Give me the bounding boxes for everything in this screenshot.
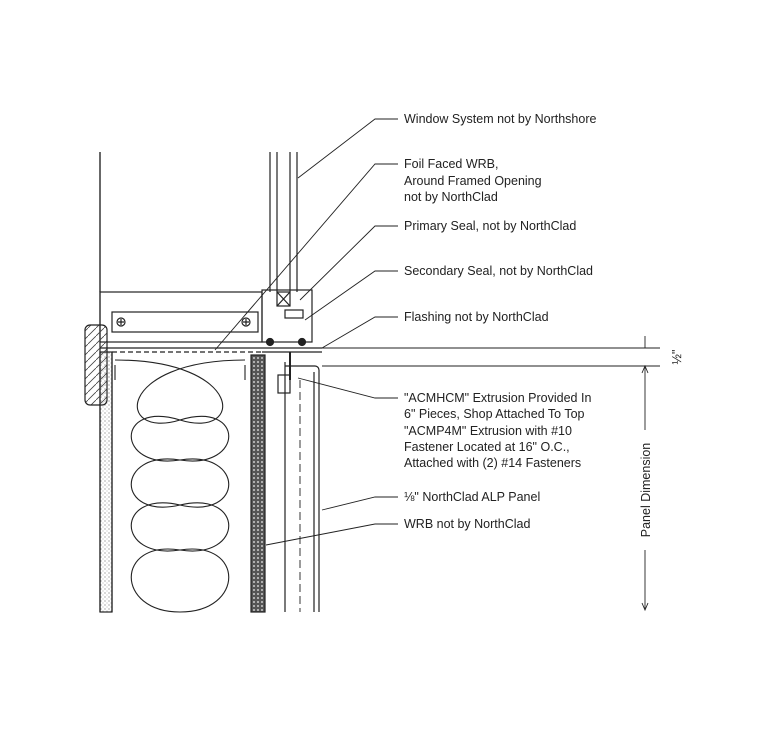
callouts: Window System not by Northshore Foil Fac… <box>404 112 684 537</box>
leader-lines <box>214 118 398 546</box>
label-foil-wrb-3: not by NorthClad <box>404 190 498 204</box>
label-extrusion-2: 6" Pieces, Shop Attached To Top <box>404 407 585 421</box>
dimension-gap: ½" <box>670 350 684 365</box>
label-foil-wrb-2: Around Framed Opening <box>404 174 542 188</box>
label-wrb: WRB not by NorthClad <box>404 517 530 531</box>
label-extrusion-5: Attached with (2) #14 Fasteners <box>404 456 581 470</box>
window-system <box>261 152 313 347</box>
label-panel: ⅛" NorthClad ALP Panel <box>404 490 540 504</box>
alp-panel <box>277 352 320 612</box>
label-flashing: Flashing not by NorthClad <box>404 310 549 324</box>
label-window-system: Window System not by Northshore <box>404 112 596 126</box>
wrb-layer <box>250 354 266 613</box>
batt-insulation <box>114 359 246 613</box>
label-extrusion-4: Fastener Located at 16" O.C., <box>404 440 570 454</box>
label-primary-seal: Primary Seal, not by NorthClad <box>404 219 576 233</box>
label-extrusion-1: "ACMHCM" Extrusion Provided In <box>404 391 591 405</box>
label-secondary-seal: Secondary Seal, not by NorthClad <box>404 264 593 278</box>
dimension-panel: Panel Dimension <box>639 443 653 538</box>
dimension-lines <box>322 336 660 612</box>
label-foil-wrb-1: Foil Faced WRB, <box>404 157 498 171</box>
flashing <box>100 347 322 353</box>
label-extrusion-3: "ACMP4M" Extrusion with #10 <box>404 424 572 438</box>
